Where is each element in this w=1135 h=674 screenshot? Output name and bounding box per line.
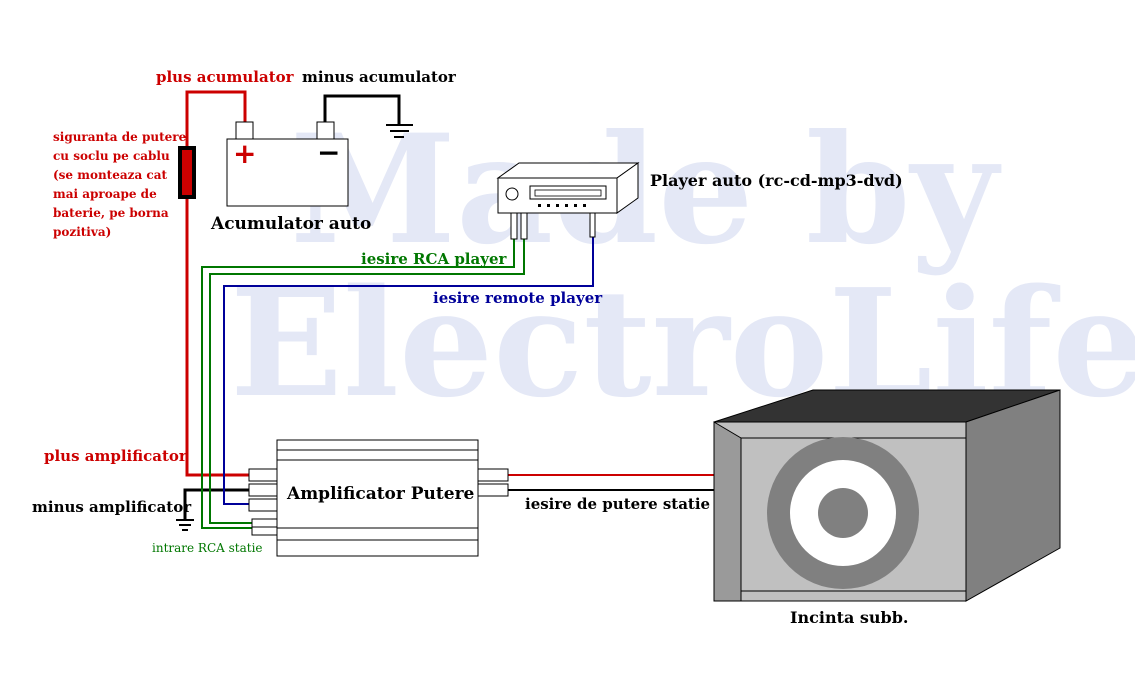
battery-plus-sign: + [233,137,256,170]
speaker-out-label: iesire de putere statie [525,495,710,513]
amp-negative-wire [183,488,249,519]
battery-negative-wire [323,94,401,125]
battery-ground-symbol [386,124,413,138]
rca-player-label: iesire RCA player [361,250,507,268]
player-label: Player auto (rc-cd-mp3-dvd) [650,171,903,190]
car-battery: + − [226,121,349,207]
plus-amp-label: plus amplificator [44,447,188,465]
fuse-note-line: mai aproape de [53,187,157,201]
amplifier-label: Amplificator Putere [286,484,475,504]
speaker-dust-cap [818,488,868,538]
battery-positive-wire [185,90,249,477]
fuse-note-line: baterie, pe borna [53,206,169,220]
fuse-note-line: (se monteaza cat [53,168,167,182]
fuse-note-line: cu soclu pe cablu [53,149,170,163]
plus-acumulator-label: plus acumulator [156,68,295,86]
battery-minus-sign: − [317,136,340,169]
power-amplifier [248,439,509,557]
fuse-note-line: siguranta de putere [53,130,187,144]
battery-label: Acumulator auto [210,214,371,234]
rca-wire-left [201,238,515,529]
rca-wire-right [209,238,525,524]
rca-in-label: intrare RCA statie [152,541,263,555]
minus-acumulator-label: minus acumulator [302,68,457,86]
remote-wire [223,236,594,505]
remote-player-label: iesire remote player [433,289,603,307]
amp-ground-symbol [176,519,194,531]
fuse-note: siguranta de putere cu soclu pe cablu (s… [53,130,187,239]
subwoofer-box [713,389,1061,602]
fuse-symbol [178,146,196,199]
minus-amp-label: minus amplificator [32,498,192,516]
subwoofer-label: Incinta subb. [790,608,908,627]
car-player [496,162,640,240]
fuse-note-line: pozitiva) [53,225,111,239]
